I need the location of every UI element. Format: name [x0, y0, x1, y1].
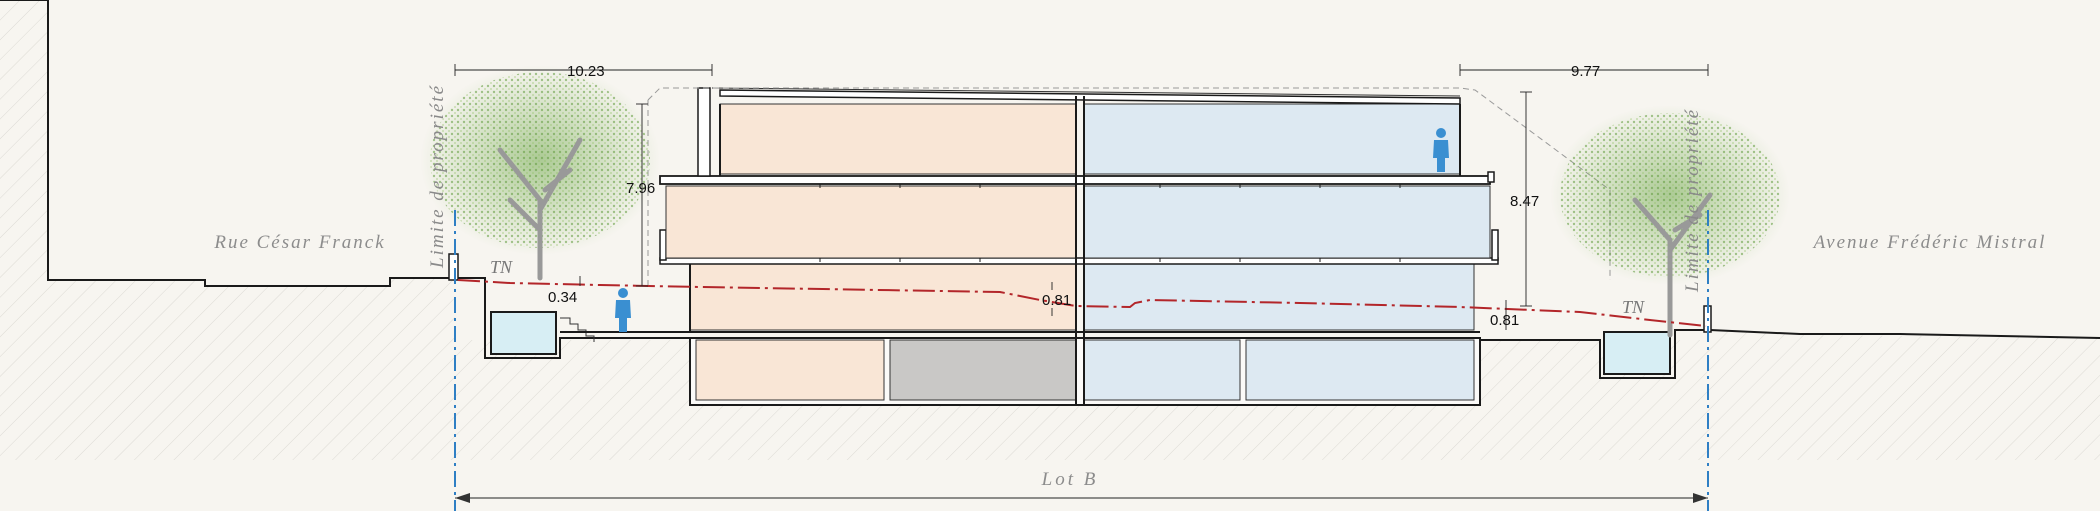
dim-right-height: 8.47	[1510, 91, 1539, 307]
limite-label-left: Limite de propriété	[427, 84, 448, 269]
tree-left	[420, 65, 660, 281]
tn-label-left: TN	[490, 257, 513, 277]
tree-right	[1550, 105, 1790, 338]
slab-joints	[819, 184, 1401, 262]
water-basin-right	[1603, 331, 1671, 375]
limite-label-right: Limite de propriété	[1682, 108, 1703, 293]
lot-label: Lot B	[1041, 469, 1099, 490]
dim-mid-ground-offset: 0.81	[1042, 282, 1071, 316]
dim-right-height-label: 8.47	[1510, 193, 1539, 210]
street-label-right: Avenue Frédéric Mistral	[1812, 232, 2047, 253]
dim-left-ground-offset-label: 0.34	[548, 289, 577, 306]
dim-right-setback-label: 9.77	[1571, 63, 1600, 80]
dim-left-height-label: 7.96	[626, 180, 655, 197]
street-label-left: Rue César Franck	[213, 232, 385, 253]
tn-label-right: TN	[1622, 297, 1645, 317]
dim-mid-ground-offset-label: 0.81	[1042, 292, 1071, 309]
stairs	[560, 317, 595, 342]
dim-left-setback: 10.23	[454, 63, 713, 80]
roof	[697, 87, 1461, 405]
water-basin-left	[490, 311, 557, 355]
terrain-line-right	[1709, 329, 2100, 339]
dim-right-ground-offset-label: 0.81	[1490, 312, 1519, 329]
natural-ground-line	[457, 279, 1707, 327]
dim-right-setback: 9.77	[1459, 63, 1709, 80]
dim-left-ground-offset: 0.34	[548, 276, 581, 306]
person-figure-left	[615, 288, 631, 332]
lot-dimension: Lot B	[455, 469, 1708, 503]
dim-left-setback-label: 10.23	[567, 63, 605, 80]
dim-right-ground-offset: 0.81	[1490, 300, 1519, 330]
boundary-wall-left	[448, 253, 459, 281]
person-figure-right	[1433, 128, 1449, 172]
first-floor	[659, 185, 1499, 265]
terrain-line-left	[0, 0, 455, 287]
dim-left-height: 7.96	[626, 103, 655, 287]
